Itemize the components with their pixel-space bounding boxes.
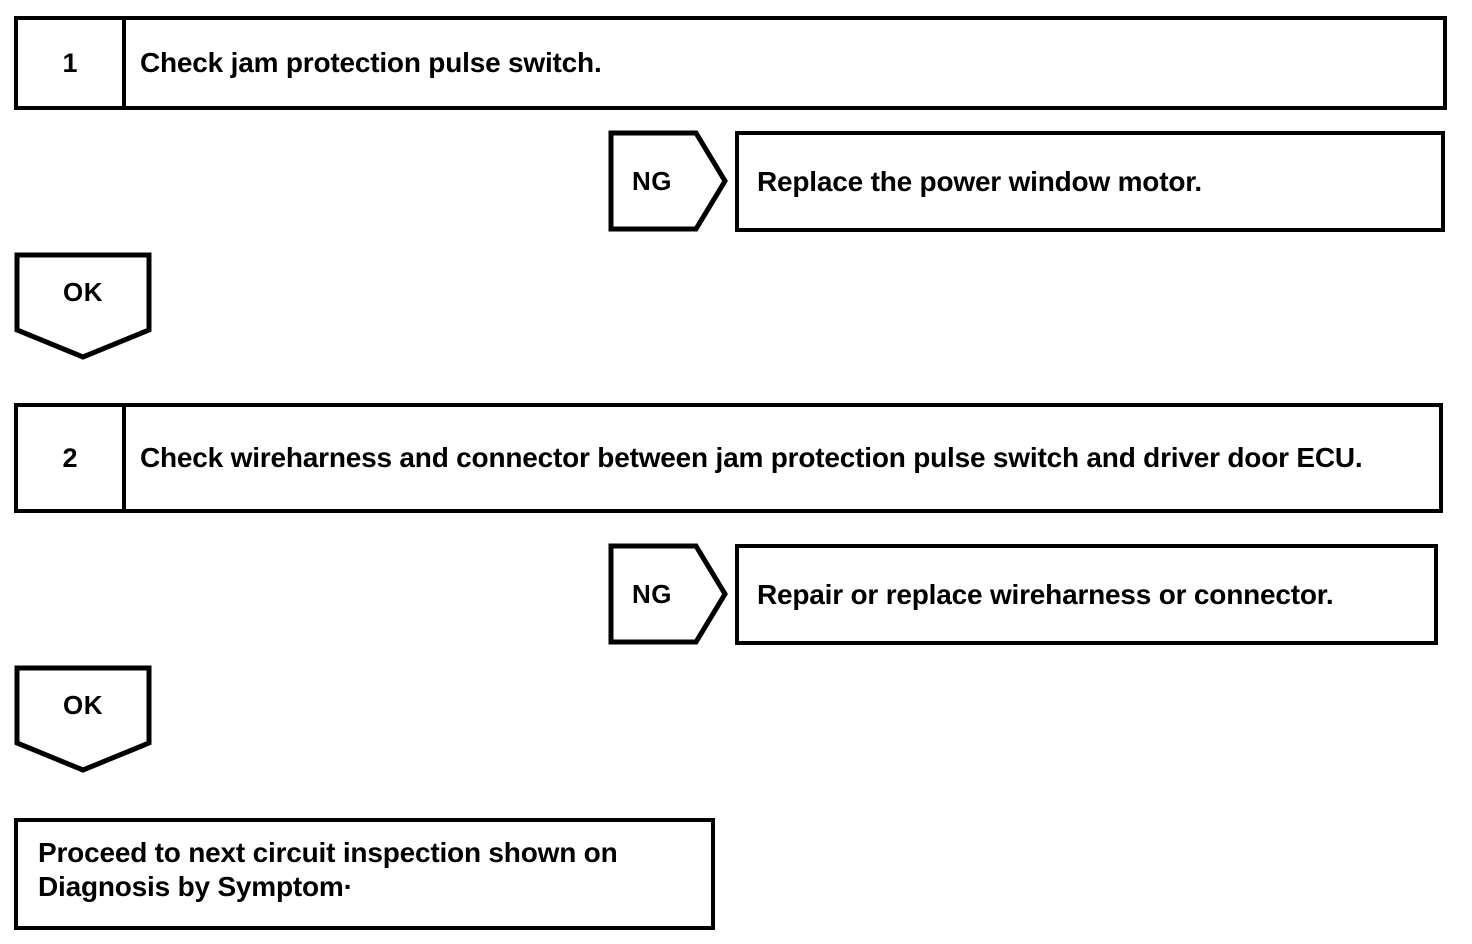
step-1-number: 1 [62, 47, 78, 78]
ng-result-2-text: Repair or replace wireharness or connect… [757, 578, 1334, 610]
ng-arrow-2-label: NG [632, 578, 672, 609]
ng-arrow-1: NG [608, 130, 728, 232]
ok-arrow-2: OK [14, 665, 152, 773]
step-1-number-cell: 1 [18, 20, 126, 106]
step-2-box: 2 Check wireharness and connector betwee… [14, 403, 1443, 513]
step-2-number: 2 [62, 442, 78, 473]
step-2-text-cell: Check wireharness and connector between … [126, 407, 1439, 509]
final-instruction-line-2: Diagnosis by Symptom· [38, 871, 353, 903]
step-2-instruction: Check wireharness and connector between … [140, 442, 1363, 474]
final-instruction-line-1: Proceed to next circuit inspection shown… [38, 837, 618, 868]
step-2-number-cell: 2 [18, 407, 126, 509]
ng-result-box-1: Replace the power window motor. [735, 131, 1445, 232]
ng-arrow-2: NG [608, 543, 728, 645]
step-1-box: 1 Check jam protection pulse switch. [14, 16, 1447, 110]
ng-result-box-2: Repair or replace wireharness or connect… [735, 544, 1438, 645]
ok-arrow-2-label: OK [63, 689, 103, 720]
ok-arrow-1: OK [14, 252, 152, 360]
final-instruction-box: Proceed to next circuit inspection shown… [14, 818, 715, 930]
ng-arrow-1-label: NG [632, 165, 672, 196]
ok-arrow-1-label: OK [63, 276, 103, 307]
step-1-instruction: Check jam protection pulse switch. [140, 47, 602, 79]
ng-result-1-text: Replace the power window motor. [757, 165, 1202, 197]
step-1-text-cell: Check jam protection pulse switch. [126, 20, 1443, 106]
